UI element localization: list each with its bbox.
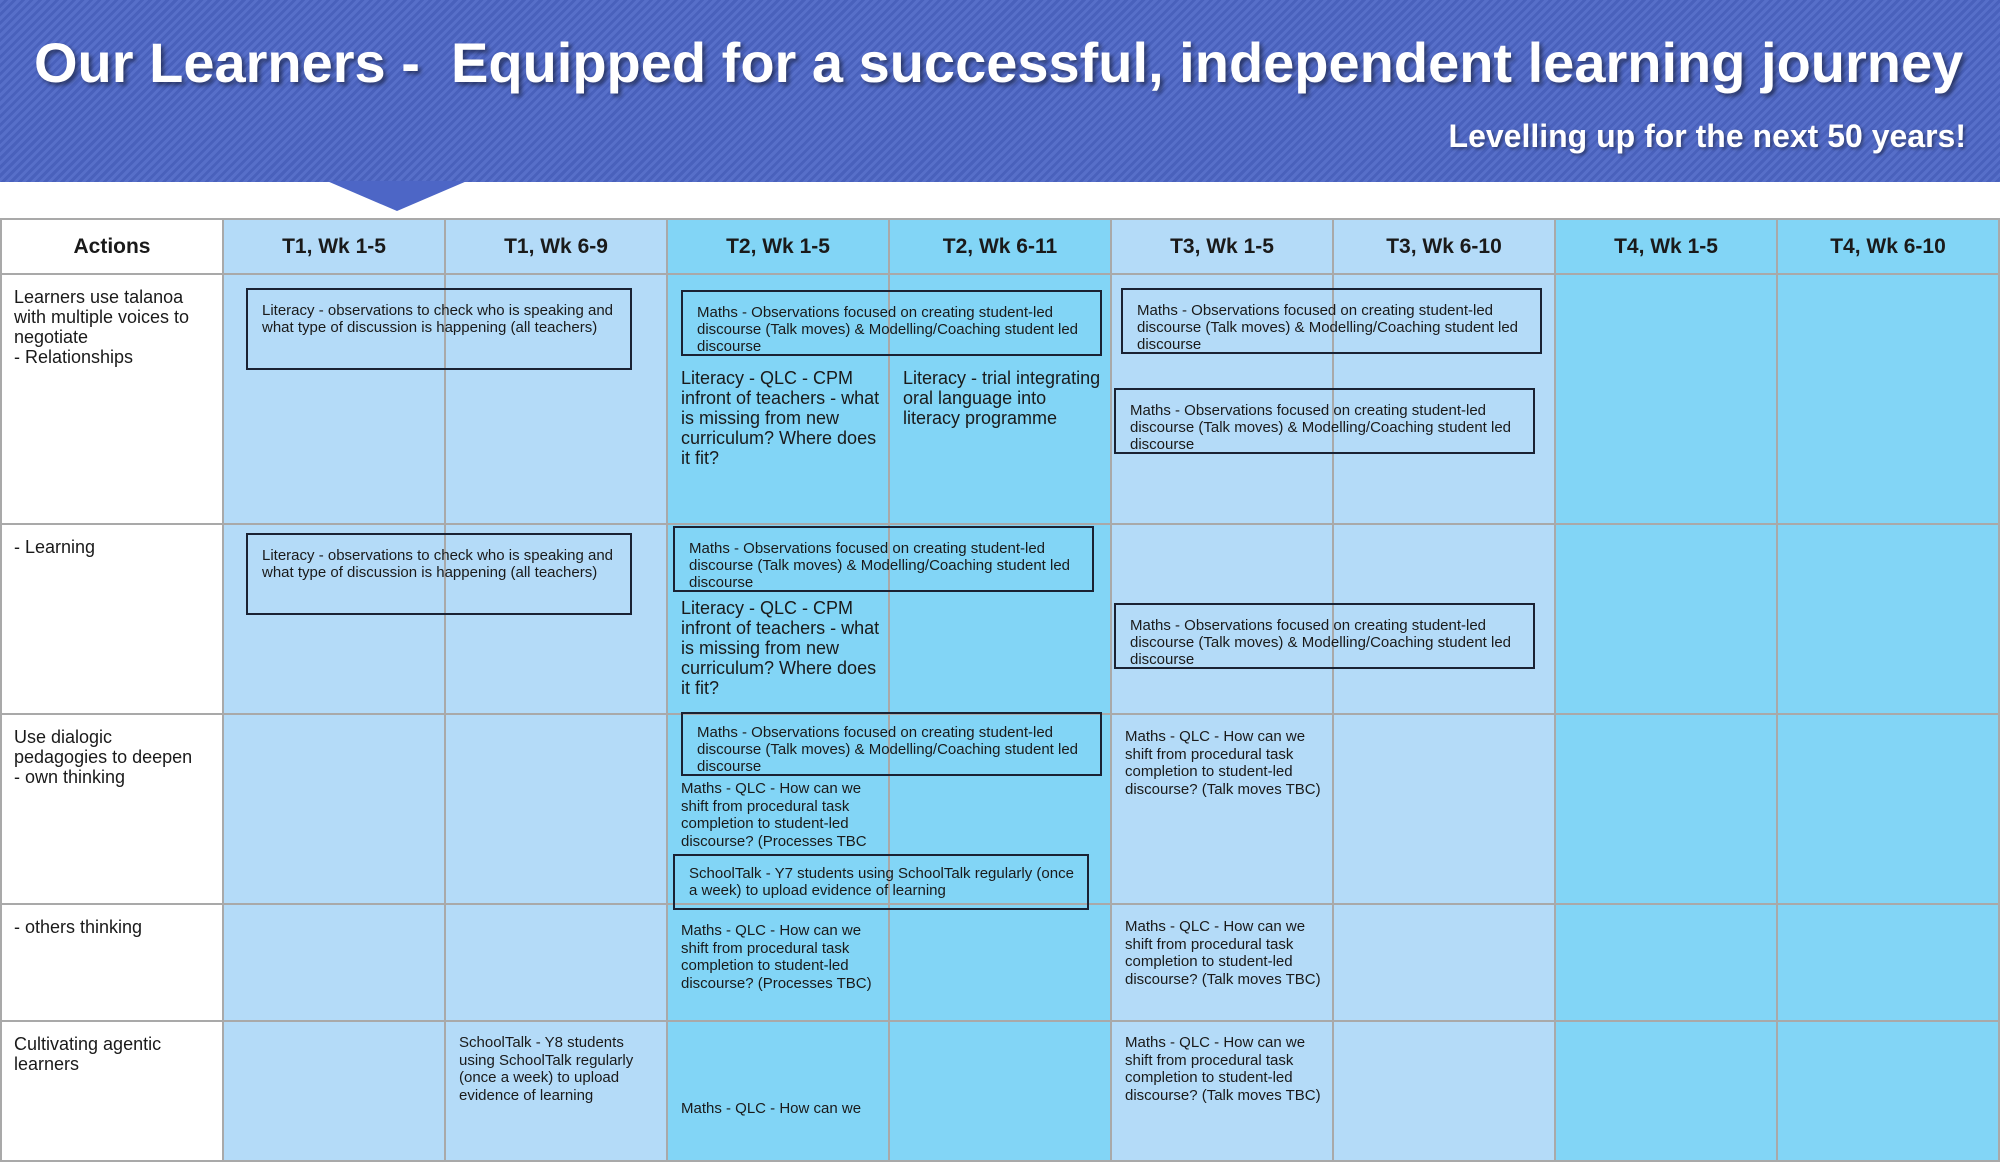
maths-observation-box: Maths - Observations focused on creating…	[673, 526, 1094, 592]
header-row: Actions T1, Wk 1-5 T1, Wk 6-9 T2, Wk 1-5…	[0, 218, 2000, 275]
maths-qlc-text: Maths - QLC - How can we shift from proc…	[1125, 1034, 1321, 1104]
table-row: - others thinking	[0, 903, 2000, 1022]
col-header: T4, Wk 1-5	[1554, 218, 1778, 275]
col-header: T3, Wk 6-10	[1332, 218, 1556, 275]
banner-pointer	[327, 181, 467, 211]
table-row: Cultivating agentic learners	[0, 1020, 2000, 1162]
page-subtitle: Levelling up for the next 50 years!	[1448, 118, 1966, 154]
maths-observation-box: Maths - Observations focused on creating…	[1121, 288, 1542, 354]
literacy-qlc-text: Literacy - QLC - CPM infront of teachers…	[681, 598, 880, 698]
literacy-observation-box: Literacy - observations to check who is …	[246, 288, 632, 370]
maths-qlc-text: Maths - QLC - How can we	[681, 1100, 862, 1117]
table-row: Use dialogic pedagogies to deepen - own …	[0, 713, 2000, 905]
maths-qlc-text: Maths - QLC - How can we shift from proc…	[681, 922, 872, 992]
maths-observation-box: Maths - Observations focused on creating…	[681, 290, 1102, 356]
row-label: Cultivating agentic learners	[0, 1020, 224, 1162]
literacy-observation-box: Literacy - observations to check who is …	[246, 533, 632, 615]
col-header: T2, Wk 1-5	[666, 218, 890, 275]
maths-qlc-text: Maths - QLC - How can we shift from proc…	[1125, 728, 1321, 798]
title-banner	[0, 0, 2000, 182]
maths-observation-box: Maths - Observations focused on creating…	[1114, 388, 1535, 454]
schooltalk-y7-box: SchoolTalk - Y7 students using SchoolTal…	[673, 854, 1089, 910]
maths-observation-box: Maths - Observations focused on creating…	[681, 712, 1102, 776]
col-header: T2, Wk 6-11	[888, 218, 1112, 275]
schooltalk-y8-text: SchoolTalk - Y8 students using SchoolTal…	[459, 1034, 634, 1104]
row-label: Use dialogic pedagogies to deepen - own …	[0, 713, 224, 905]
maths-observation-box: Maths - Observations focused on creating…	[1114, 603, 1535, 669]
literacy-trial-text: Literacy - trial integrating oral langua…	[903, 368, 1101, 428]
col-header: T4, Wk 6-10	[1776, 218, 2000, 275]
col-header: T1, Wk 6-9	[444, 218, 668, 275]
maths-qlc-text: Maths - QLC - How can we shift from proc…	[1125, 918, 1321, 988]
table-row: - Learning	[0, 523, 2000, 715]
col-header: T1, Wk 1-5	[222, 218, 446, 275]
maths-qlc-text: Maths - QLC - How can we shift from proc…	[681, 780, 867, 850]
col-header: T3, Wk 1-5	[1110, 218, 1334, 275]
row-label: - Learning	[0, 523, 224, 715]
literacy-qlc-text: Literacy - QLC - CPM infront of teachers…	[681, 368, 880, 468]
page-title: Our Learners - Equipped for a successful…	[34, 31, 1964, 94]
row-label: - others thinking	[0, 903, 224, 1022]
col-header-actions: Actions	[0, 218, 224, 275]
row-label: Learners use talanoa with multiple voice…	[0, 273, 224, 525]
